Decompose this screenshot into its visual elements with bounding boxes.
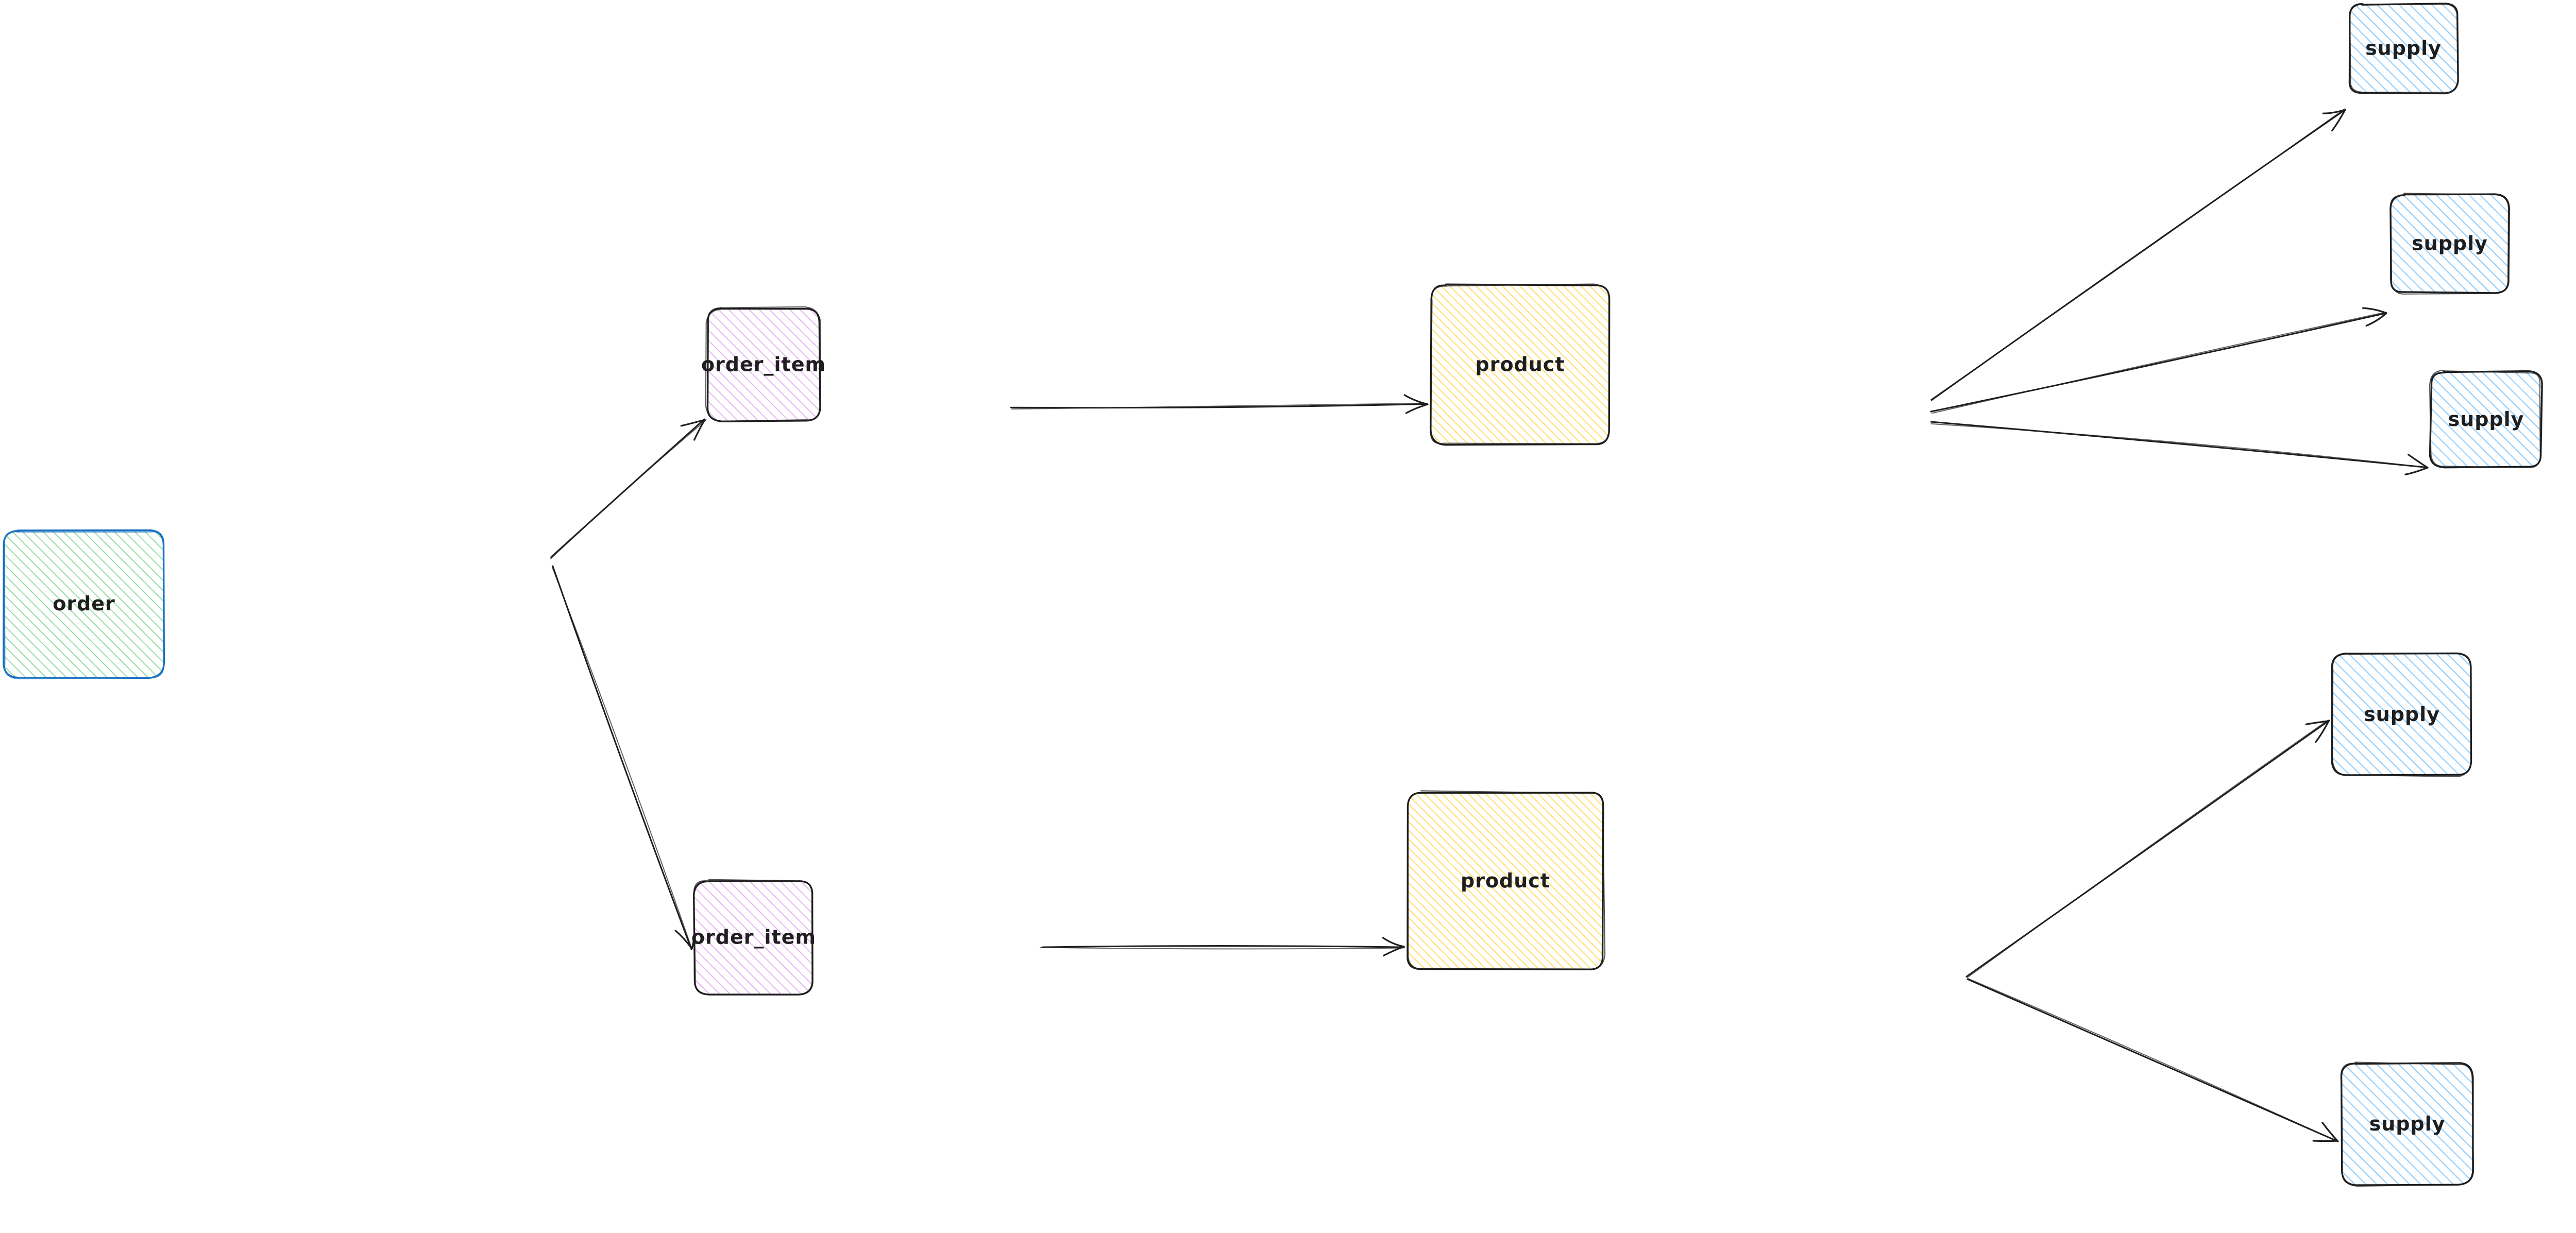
- arrowhead-barb: [2331, 109, 2346, 132]
- arrowhead-barb: [2305, 720, 2330, 725]
- node-fill-order_item_1: [707, 309, 820, 421]
- edge-line: [1967, 720, 2329, 978]
- node-label-product_1: product: [1476, 353, 1565, 376]
- edge-line: [1930, 423, 2427, 468]
- node-label-order: order: [53, 592, 115, 615]
- edge-line: [1041, 945, 1405, 948]
- edge-line: [1930, 421, 2429, 469]
- node-supply_1[interactable]: supply: [2348, 3, 2459, 95]
- arrowhead-barb: [1405, 403, 1429, 414]
- node-label-product_2: product: [1461, 869, 1550, 892]
- arrowhead-barb: [2321, 1122, 2338, 1142]
- node-order_item_1[interactable]: order_item: [701, 306, 826, 422]
- node-order_item_2[interactable]: order_item: [691, 879, 816, 996]
- node-border-supply_1: [2349, 3, 2459, 93]
- node-border-order_item_1: [705, 306, 821, 422]
- edge-product_1-to-supply_2[interactable]: [1930, 307, 2387, 414]
- node-fill-supply_4: [2332, 653, 2471, 776]
- edge-line: [1931, 312, 2387, 414]
- node-fill-product_1: [1430, 284, 1609, 444]
- node-label-supply_4: supply: [2364, 703, 2440, 726]
- node-fill-product_2: [1407, 792, 1604, 970]
- node-border-supply_3: [2429, 370, 2541, 468]
- node-fill-supply_2: [2389, 194, 2509, 293]
- edge-product_1-to-supply_3[interactable]: [1930, 421, 2429, 475]
- arrowhead-barb: [2365, 312, 2387, 327]
- node-border-supply_5: [2340, 1061, 2475, 1187]
- arrowhead-barb: [2362, 307, 2387, 314]
- node-label-supply_5: supply: [2369, 1112, 2446, 1135]
- nodes-layer: orderorder_itemorder_itemproductproducts…: [3, 3, 2543, 1187]
- edge-line: [550, 419, 707, 559]
- arrowhead-barb: [680, 419, 706, 427]
- node-border-order_item_2: [693, 879, 813, 995]
- edge-order-to-order_item_2[interactable]: [551, 565, 696, 950]
- arrowhead-barb: [2408, 454, 2429, 469]
- node-border-supply_4: [2332, 653, 2472, 778]
- node-border-order: [4, 529, 164, 679]
- edge-line: [1967, 978, 2339, 1142]
- node-border-supply_2: [2389, 193, 2509, 295]
- edge-line: [1930, 312, 2387, 413]
- edge-line: [1930, 108, 2345, 401]
- edge-product_2-to-supply_4[interactable]: [1965, 720, 2330, 978]
- edge-line: [1968, 978, 2339, 1142]
- arrowhead-barb: [2322, 109, 2346, 114]
- edge-order_item_2-to-product_2[interactable]: [1040, 937, 1405, 956]
- node-border-product_1: [1430, 283, 1610, 444]
- arrowhead-barb: [674, 930, 693, 950]
- edges-layer: [550, 108, 2429, 1142]
- arrowhead-barb: [693, 419, 706, 441]
- edge-line: [1010, 403, 1428, 409]
- edge-product_1-to-supply_1[interactable]: [1930, 108, 2346, 401]
- arrowhead-barb: [2315, 720, 2330, 743]
- node-label-supply_1: supply: [2365, 37, 2442, 60]
- edge-product_2-to-supply_5[interactable]: [1967, 978, 2339, 1142]
- node-supply_2[interactable]: supply: [2389, 193, 2510, 295]
- edge-line: [551, 566, 693, 950]
- node-border-product_2: [1407, 790, 1606, 970]
- node-label-order_item_1: order_item: [701, 353, 826, 376]
- edge-order_item_1-to-product_1[interactable]: [1010, 394, 1429, 414]
- arrowhead-barb: [2404, 467, 2429, 475]
- node-fill-supply_3: [2430, 371, 2542, 467]
- node-label-supply_2: supply: [2412, 232, 2488, 255]
- node-fill-order_item_2: [694, 880, 814, 995]
- edge-line: [1011, 402, 1427, 410]
- arrowhead-barb: [1403, 394, 1429, 405]
- node-border-supply_3: [2429, 370, 2543, 469]
- node-product_2[interactable]: product: [1406, 790, 1606, 970]
- node-supply_3[interactable]: supply: [2429, 370, 2543, 469]
- node-fill-supply_5: [2341, 1063, 2473, 1186]
- edge-line: [552, 565, 692, 950]
- node-label-supply_3: supply: [2448, 408, 2524, 431]
- arrowhead-barb: [1382, 937, 1405, 948]
- node-product_1[interactable]: product: [1430, 283, 1611, 446]
- node-label-order_item_2: order_item: [691, 926, 816, 949]
- node-fill-supply_1: [2348, 3, 2458, 93]
- node-fill-order: [4, 529, 164, 678]
- node-supply_5[interactable]: supply: [2340, 1061, 2475, 1187]
- node-order[interactable]: order: [3, 529, 165, 679]
- edge-order-to-order_item_1[interactable]: [550, 418, 707, 559]
- edge-line: [1040, 947, 1404, 950]
- node-supply_4[interactable]: supply: [2331, 652, 2472, 778]
